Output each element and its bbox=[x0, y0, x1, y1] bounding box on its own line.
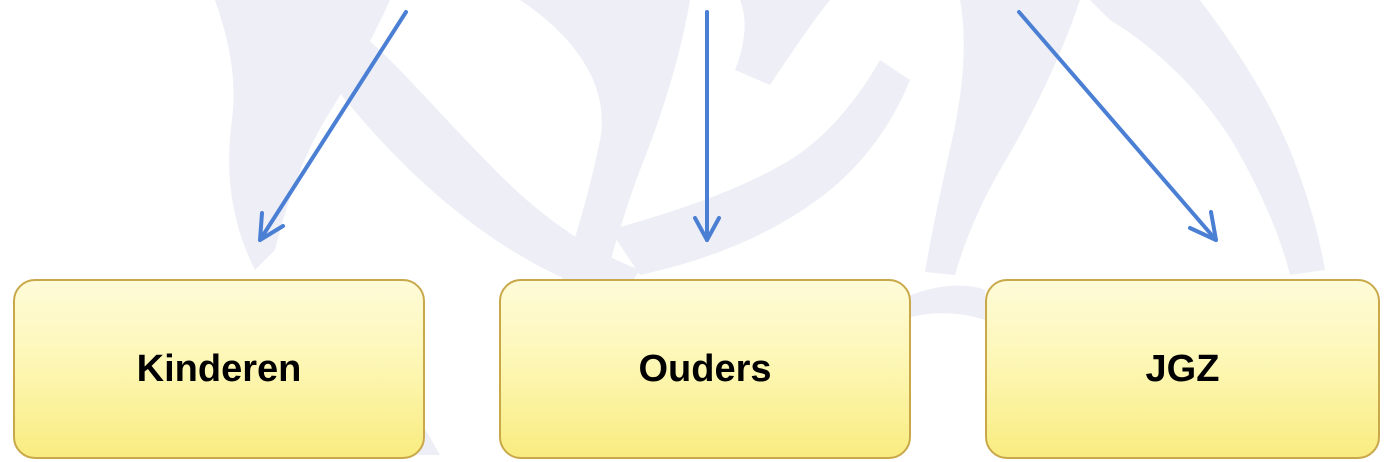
box-ouders: Ouders bbox=[499, 279, 911, 459]
box-label-kinderen: Kinderen bbox=[136, 347, 302, 390]
arrow-to-ouders bbox=[693, 10, 721, 242]
arrow-to-kinderen bbox=[258, 10, 408, 242]
box-label-jgz: JGZ bbox=[1145, 347, 1220, 390]
box-kinderen: Kinderen bbox=[13, 279, 425, 459]
box-label-ouders: Ouders bbox=[638, 347, 772, 390]
arrow-to-jgz bbox=[1017, 10, 1218, 242]
box-jgz: JGZ bbox=[985, 279, 1380, 459]
